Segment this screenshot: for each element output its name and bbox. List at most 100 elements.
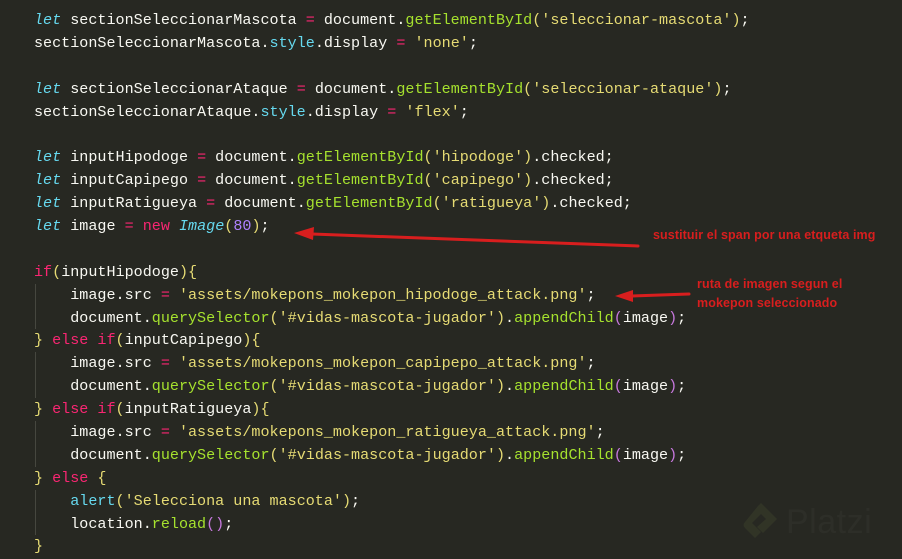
code-token: inputRatigueya: [61, 194, 207, 213]
code-token: ): [523, 148, 533, 167]
code-token: =: [305, 11, 315, 29]
code-line[interactable]: sectionSeleccionarMascota.style.display …: [34, 32, 750, 55]
code-token: document.: [314, 11, 406, 29]
code-line[interactable]: image.src = 'assets/mokepons_mokepon_cap…: [34, 352, 750, 376]
code-token: ;: [224, 514, 234, 533]
code-line[interactable]: }: [34, 535, 750, 558]
code-token: '#vidas-mascota-jugador': [278, 308, 496, 327]
code-line[interactable]: image.src = 'assets/mokepons_mokepon_hip…: [34, 283, 750, 307]
code-token: (: [52, 262, 62, 281]
code-line[interactable]: alert('Selecciona una mascota');: [34, 489, 750, 513]
code-editor[interactable]: let sectionSeleccionarMascota = document…: [34, 9, 750, 558]
code-token: Image: [178, 217, 225, 236]
code-token: 'Selecciona una mascota': [124, 491, 342, 510]
code-token: ;: [468, 33, 478, 52]
code-token: image: [622, 377, 669, 396]
code-token: 'capipego': [432, 171, 524, 190]
code-line[interactable]: document.querySelector ( '#vidas-mascota-j…: [34, 306, 750, 330]
code-line[interactable]: sectionSeleccionarAtaque.style.display =…: [34, 101, 750, 124]
code-token: appendChild: [514, 445, 614, 464]
code-token: .: [505, 445, 515, 464]
code-token: image.src: [34, 423, 161, 442]
code-token: let: [34, 194, 62, 213]
code-line[interactable]: let inputHipodoge = document.getElementB…: [34, 146, 750, 169]
code-token: if: [97, 331, 116, 350]
code-line[interactable]: } else {: [34, 467, 750, 490]
indent-guide: [35, 489, 36, 513]
code-line[interactable]: } else if(inputCapipego){: [34, 329, 750, 352]
code-token: }: [34, 331, 44, 350]
code-token: ;: [677, 308, 687, 327]
code-token: ): [668, 445, 678, 464]
code-token: document.: [34, 308, 152, 327]
code-token: inputCapipego: [124, 331, 243, 350]
indent-guide: [35, 375, 36, 399]
code-line[interactable]: document.querySelector('#vidas-mascota-j…: [34, 443, 750, 467]
code-token: =: [197, 148, 207, 167]
annotation-note-line: mokepon seleccionado: [697, 296, 838, 310]
platzi-watermark: Platzi: [742, 500, 872, 544]
code-token: appendChild: [514, 308, 614, 327]
code-token: =: [197, 171, 207, 190]
code-line[interactable]: let inputCapipego = document.getElementB…: [34, 169, 750, 192]
code-line[interactable]: document.querySelector('#vidas-mascota-j…: [34, 375, 750, 399]
platzi-logo-icon: [743, 503, 777, 538]
code-token: querySelector: [151, 308, 270, 327]
watermark-text: Platzi: [786, 502, 873, 541]
code-token: (: [423, 171, 433, 190]
code-token: ): [668, 308, 678, 327]
code-token: (: [613, 445, 623, 464]
code-token: image: [622, 445, 669, 464]
code-token: }: [34, 468, 44, 487]
code-token: getElementById: [296, 171, 424, 190]
code-line[interactable]: let sectionSeleccionarMascota = document…: [34, 9, 750, 32]
code-token: .: [505, 377, 515, 396]
code-token: (: [613, 377, 623, 396]
code-token: sectionSeleccionarMascota: [61, 11, 306, 29]
indent-guide: [35, 352, 36, 376]
code-token: (: [269, 445, 279, 464]
arrow-icon: [615, 290, 691, 302]
code-token: '#vidas-mascota-jugador': [278, 377, 496, 396]
code-token: =: [387, 102, 397, 121]
code-token: 'hipodoge': [432, 148, 524, 167]
code-token: ): [341, 491, 352, 510]
code-token: image.src: [34, 354, 161, 373]
code-token: 'seleccionar-ataque': [532, 79, 714, 98]
code-token: document.: [206, 171, 297, 190]
code-token: inputHipodoge: [61, 148, 198, 167]
code-token: let: [34, 217, 62, 236]
code-line[interactable]: let sectionSeleccionarAtaque = document.…: [34, 78, 750, 101]
code-line[interactable]: location.reload();: [34, 512, 750, 536]
code-token: document.: [34, 445, 152, 464]
code-token: querySelector: [151, 377, 270, 396]
indent-guide: [35, 421, 36, 444]
code-token: .checked;: [532, 148, 614, 167]
code-token: image: [61, 217, 125, 236]
code-line[interactable]: let image = new Image(80);: [34, 215, 750, 238]
code-token: .: [505, 308, 515, 327]
code-token: ;: [459, 102, 469, 121]
code-token: ;: [351, 491, 361, 510]
indent-guide: [35, 512, 36, 536]
code-token: (: [432, 194, 442, 213]
code-token: 'none': [414, 33, 469, 52]
code-token: (: [613, 308, 623, 327]
code-token: =: [206, 194, 216, 213]
code-token: ): [713, 79, 723, 98]
code-line[interactable]: if(inputHipodoge){: [34, 261, 750, 284]
arrow-icon: [294, 227, 640, 248]
code-line[interactable]: image.src = 'assets/mokepons_mokepon_rat…: [34, 421, 750, 444]
code-token: ): [523, 171, 533, 190]
code-token: =: [160, 354, 170, 373]
code-token: sectionSeleccionarMascota.: [34, 33, 270, 52]
code-token: let: [34, 79, 62, 98]
code-token: (: [115, 491, 125, 510]
code-line[interactable]: } else if(inputRatigueya){: [34, 398, 750, 421]
annotation-note-image-path: ruta de imagen segun el mokepon seleccio…: [697, 275, 842, 313]
code-token: (: [115, 400, 125, 419]
code-line[interactable]: let inputRatigueya = document.getElement…: [34, 192, 750, 215]
code-token: sectionSeleccionarAtaque.: [34, 102, 261, 121]
code-token: (: [532, 11, 542, 29]
annotation-note-replace-span: sustituir el span por una etqueta img: [653, 228, 876, 242]
